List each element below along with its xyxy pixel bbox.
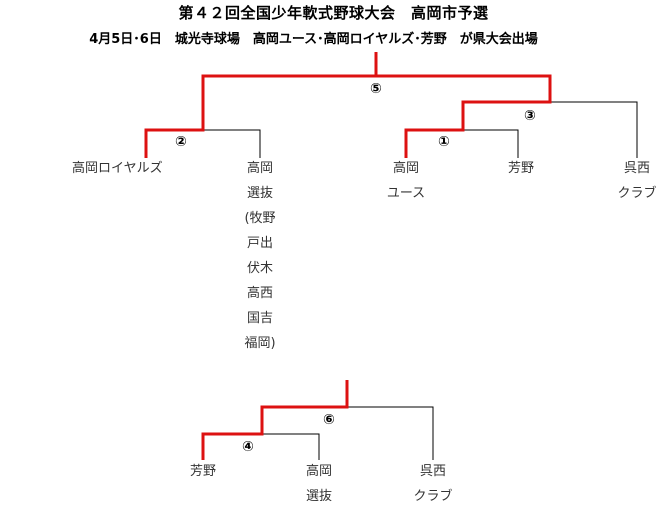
- team-takaoka-senbatsu-top: 高岡 選抜 (牧野 戸出 伏木 高西 国吉 福岡): [240, 156, 280, 356]
- game-number-6: ⑥: [323, 412, 335, 428]
- bracket-line: [463, 129, 519, 158]
- team-takaoka-senbatsu-bottom: 高岡 選抜: [299, 459, 339, 509]
- team-text: 呉西: [623, 161, 650, 176]
- bracket-line: [262, 433, 320, 460]
- winner-path-bottom: [201, 380, 349, 460]
- team-text: 高岡: [246, 161, 273, 176]
- game-number-1: ①: [438, 134, 450, 150]
- winner-path-top-left: [144, 52, 378, 158]
- team-text: ユース: [386, 186, 426, 201]
- team-kuresei-club-bottom: 呉西 クラブ: [413, 459, 453, 509]
- team-text: クラブ: [413, 489, 453, 504]
- team-kuresei-club-top: 呉西 クラブ: [617, 156, 657, 206]
- team-text: 高岡: [392, 161, 419, 176]
- bracket-line: [203, 129, 261, 158]
- game-number-5: ⑤: [370, 81, 382, 97]
- team-text: クラブ: [617, 186, 657, 201]
- game-number-2: ②: [175, 134, 187, 150]
- team-text: 高岡: [305, 464, 332, 479]
- team-text: 選抜: [305, 489, 332, 504]
- team-text: 伏木: [246, 261, 273, 276]
- winner-path-top-right: [376, 74, 552, 158]
- team-text: 高西: [246, 286, 273, 301]
- team-text: (牧野: [244, 211, 276, 226]
- team-text: 戸出: [246, 236, 273, 251]
- team-yoshino-top: 芳野: [507, 161, 534, 176]
- team-text: 呉西: [419, 464, 446, 479]
- team-text: 選抜: [246, 186, 273, 201]
- bracket-line: [347, 406, 434, 460]
- page-title: 第４２回全国少年軟式野球大会 高岡市予選: [178, 4, 489, 22]
- team-yoshino-bottom: 芳野: [189, 464, 216, 479]
- game-number-4: ④: [242, 439, 254, 455]
- team-text: 国吉: [246, 311, 273, 326]
- team-takaoka-youth: 高岡 ユース: [386, 156, 426, 206]
- game-number-3: ③: [524, 108, 536, 124]
- team-takaoka-royals: 高岡ロイヤルズ: [72, 161, 163, 176]
- team-text: 福岡): [244, 336, 276, 351]
- page-subtitle: 4月5日･6日 城光寺球場 高岡ユース･高岡ロイヤルズ･芳野 が県大会出場: [89, 32, 538, 47]
- bracket-line: [376, 75, 638, 158]
